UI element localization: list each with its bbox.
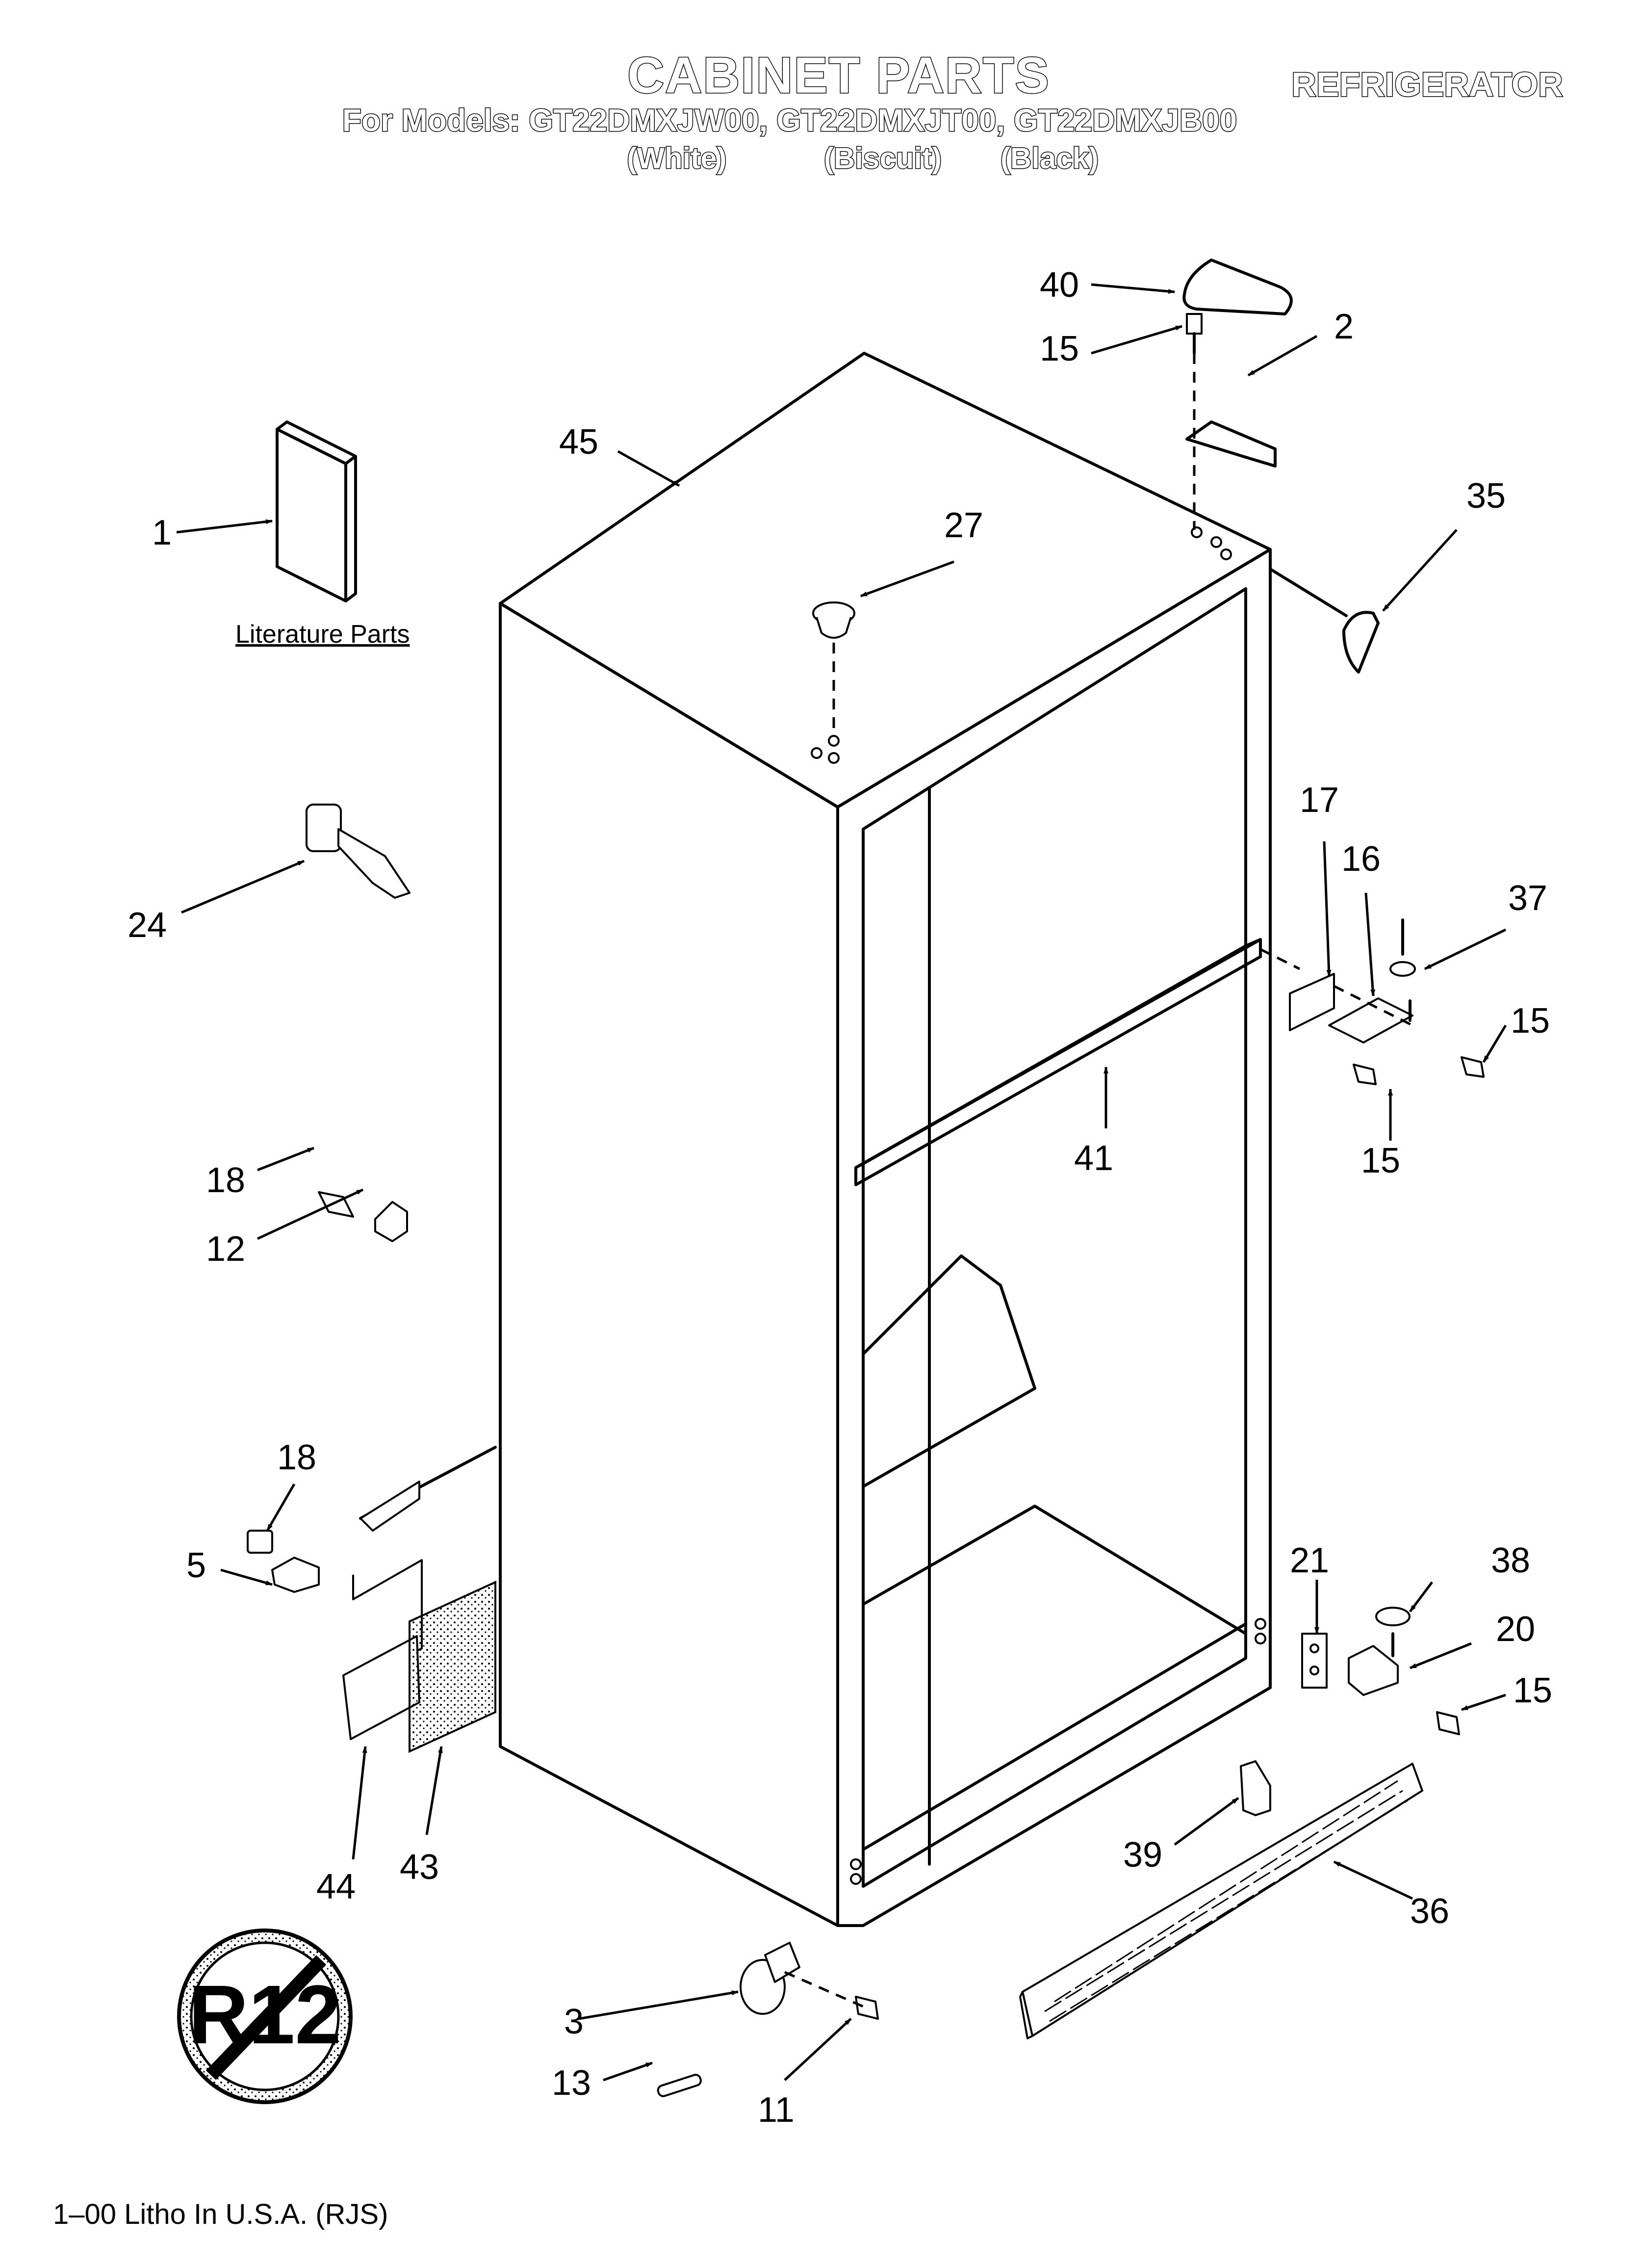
- callout-3: 3: [564, 2002, 584, 2041]
- callout-21: 21: [1290, 1541, 1329, 1580]
- callout-12: 12: [206, 1229, 245, 1269]
- screw-top-hinge: [1186, 313, 1203, 355]
- roller-assembly: [657, 1942, 879, 2097]
- color-black-label: (Black): [1000, 141, 1099, 176]
- divider-rail: [854, 938, 1301, 1186]
- callout-15: 15: [1361, 1141, 1400, 1180]
- callout-11: 11: [758, 2090, 795, 2130]
- callout-5: 5: [186, 1546, 206, 1585]
- callout-27: 27: [944, 506, 983, 545]
- callout-24: 24: [128, 906, 167, 945]
- callout-41: 41: [1074, 1139, 1113, 1178]
- grille-clip: [1240, 1760, 1271, 1816]
- callout-37: 37: [1508, 879, 1547, 918]
- leader-lines: [176, 283, 1507, 2082]
- lower-left-parts: [247, 1446, 497, 1753]
- page-title: CABINET PARTS: [627, 47, 1050, 105]
- print-footer: 1–00 Litho In U.S.A. (RJS): [53, 2198, 388, 2230]
- top-hinge: [1185, 420, 1277, 468]
- no-r12-stamp: R12: [177, 1929, 353, 2104]
- callout-1: 1: [152, 513, 172, 552]
- cabinet-plug: [812, 601, 855, 639]
- screw-clip-upper: [318, 1191, 408, 1242]
- model-numbers: For Models: GT22DMXJW00, GT22DMXJT00, GT…: [341, 102, 1237, 139]
- lower-hinge-assembly: [1301, 1607, 1460, 1735]
- callout-18: 18: [277, 1438, 316, 1477]
- callout-15: 15: [1513, 1671, 1552, 1710]
- callout-20: 20: [1496, 1610, 1535, 1649]
- callout-40: 40: [1040, 265, 1079, 305]
- callout-35: 35: [1466, 476, 1506, 516]
- callout-44: 44: [316, 1867, 356, 1906]
- callout-45: 45: [559, 422, 598, 462]
- callout-36: 36: [1410, 1892, 1449, 1931]
- callout-38: 38: [1491, 1541, 1530, 1580]
- callout-2: 2: [1334, 307, 1354, 346]
- color-white-label: (White): [626, 141, 727, 176]
- callout-17: 17: [1300, 781, 1339, 820]
- callout-16: 16: [1341, 839, 1381, 879]
- callout-39: 39: [1123, 1835, 1162, 1875]
- literature-parts-booklet: [276, 420, 357, 602]
- literature-parts-label: Literature Parts: [235, 620, 410, 649]
- callout-13: 13: [552, 2063, 591, 2103]
- callout-15: 15: [1040, 329, 1079, 368]
- hinge-pin-cover: [1342, 611, 1380, 674]
- callout-43: 43: [400, 1848, 439, 1887]
- cabinet-body: [499, 352, 1272, 1927]
- callout-18: 18: [206, 1161, 245, 1200]
- color-biscuit-label: (Biscuit): [823, 141, 943, 176]
- appliance-category: REFRIGERATOR: [1291, 65, 1564, 104]
- callout-15: 15: [1511, 1001, 1550, 1041]
- leveling-leg: [306, 804, 410, 899]
- center-hinge-assembly: [1289, 918, 1485, 1085]
- hinge-cap: [1182, 259, 1293, 315]
- toe-grille: [1019, 1763, 1423, 2039]
